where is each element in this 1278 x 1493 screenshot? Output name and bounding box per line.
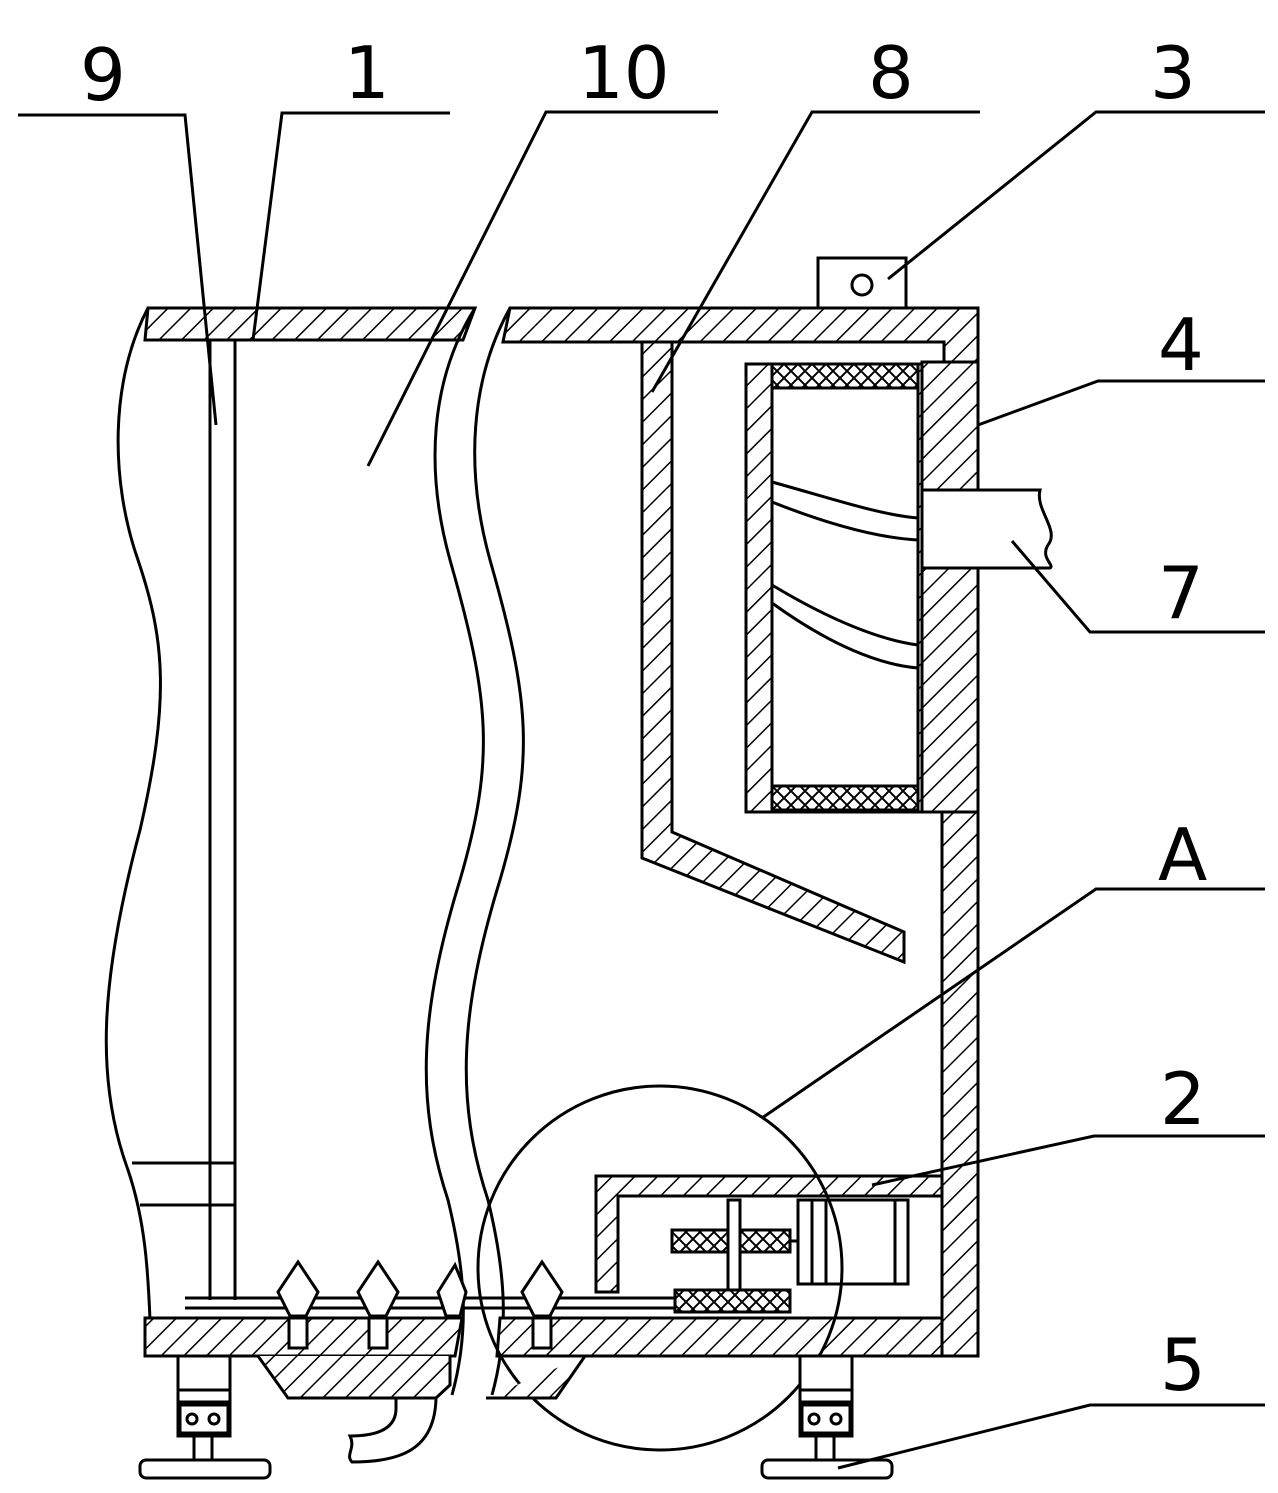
label-4: 4: [1158, 303, 1204, 387]
nozzle-stem-1: [287, 1316, 309, 1350]
nozzle-2: [356, 1259, 400, 1318]
motor: [796, 1198, 910, 1286]
leader-3: [887, 110, 1265, 281]
nozzle-stem-4: [531, 1316, 553, 1350]
label-a: A: [1158, 813, 1207, 897]
clamp-band: [132, 1161, 237, 1207]
detail-circle-a: [476, 1084, 844, 1452]
motor-housing: [594, 1174, 944, 1294]
label-9: 9: [80, 33, 126, 117]
leader-8: [650, 110, 980, 393]
nozzle-stem-2: [367, 1316, 389, 1350]
filter-window: [770, 386, 920, 788]
nozzle-4: [520, 1259, 564, 1318]
leader-1: [251, 111, 450, 341]
mesh-bottom: [770, 784, 920, 812]
label-7: 7: [1158, 551, 1204, 635]
top-plate-right: [501, 306, 980, 364]
break-line-left: [104, 307, 162, 1321]
drain-pipe: [347, 1397, 438, 1464]
label-3: 3: [1150, 31, 1196, 115]
leader-4: [977, 379, 1265, 427]
fan-blade-upper-b: [771, 500, 919, 542]
foot-left: [138, 1354, 272, 1480]
label-5: 5: [1160, 1323, 1206, 1407]
leader-7: [1010, 540, 1265, 634]
leader-9: [18, 113, 218, 426]
right-wall-upper: [920, 360, 980, 492]
vertical-gear-shaft: [726, 1198, 742, 1292]
lug-hole: [850, 273, 874, 297]
mounting-lug: [816, 256, 908, 310]
fan-blade-upper: [771, 480, 919, 520]
foot-right: [760, 1354, 894, 1480]
label-1: 1: [344, 31, 390, 115]
nozzle-1: [276, 1259, 320, 1318]
bottom-plate-right: [495, 1316, 944, 1358]
right-wall-lower: [940, 810, 980, 1358]
leader-a: [761, 887, 1265, 1120]
nozzle-3: [436, 1261, 468, 1318]
outlet-pipe: [920, 488, 1053, 570]
leader-2: [871, 1134, 1265, 1187]
label-2: 2: [1160, 1057, 1206, 1141]
right-wall-middle: [920, 566, 980, 814]
break-line-middle-a: [424, 307, 485, 1396]
mesh-top: [770, 362, 920, 390]
top-plate-left: [143, 306, 478, 342]
leader-5: [837, 1403, 1265, 1470]
deflector-plate: [640, 340, 906, 965]
label-10: 10: [578, 31, 670, 115]
fan-blade-lower: [771, 583, 919, 647]
drain-tray-left: [256, 1355, 452, 1400]
fan-blade-lower-b: [771, 601, 919, 670]
lower-gear: [673, 1288, 792, 1314]
break-line-middle-b: [464, 307, 525, 1396]
drain-tray-right: [486, 1355, 587, 1400]
leader-10: [366, 110, 718, 467]
label-8: 8: [868, 31, 914, 115]
